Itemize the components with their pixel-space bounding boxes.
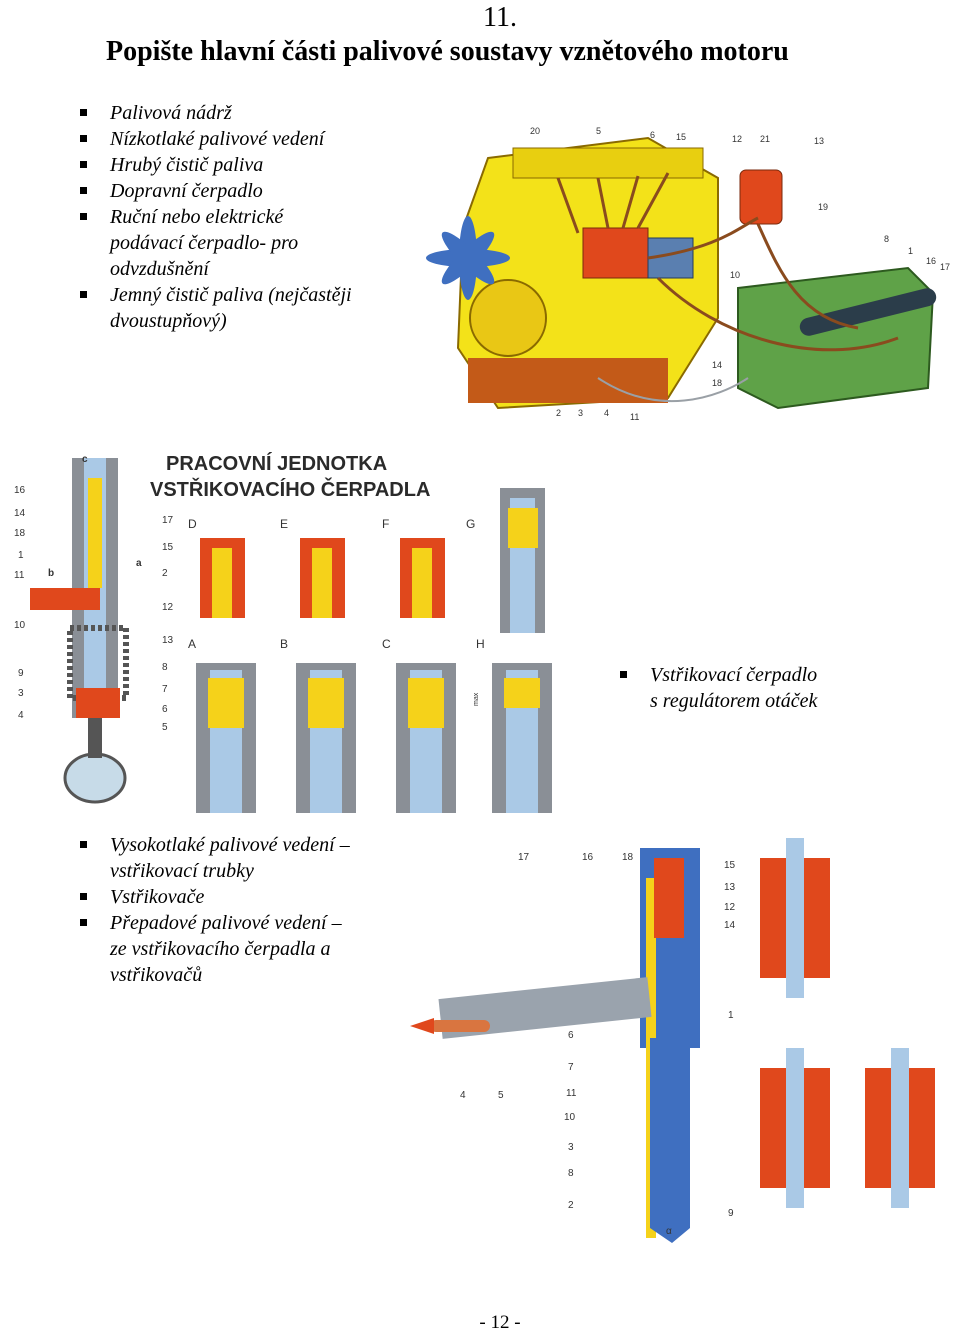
engine-label: 1 [908, 246, 913, 256]
pump-state-letter: F [382, 517, 389, 531]
engine-label: 2 [556, 408, 561, 418]
injector-label: 7 [568, 1062, 574, 1073]
pump-state-letter: B [280, 637, 288, 651]
pump-label: 13 [162, 635, 174, 646]
pump-state-letter: G [466, 517, 475, 531]
pump-letter-c: c [82, 454, 88, 465]
engine-label: 3 [578, 408, 583, 418]
list-item: Ruční nebo elektrické podávací čerpadlo-… [80, 204, 400, 282]
engine-label: 8 [884, 234, 889, 244]
pump-label: 7 [162, 684, 168, 695]
bullet-list-fuel-parts: Palivová nádrž Nízkotlaké palivové veden… [80, 100, 400, 334]
engine-label: 17 [940, 262, 950, 272]
pump-state-letter: A [188, 637, 196, 651]
engine-label: 4 [604, 408, 609, 418]
engine-label: 16 [926, 256, 936, 266]
list-item: Dopravní čerpadlo [80, 178, 400, 204]
injector-label: 8 [568, 1168, 574, 1179]
chapter-number: 11. [483, 2, 517, 33]
pump-label: 1 [18, 550, 24, 561]
engine-label: 5 [596, 126, 601, 136]
pump-state-letter: C [382, 637, 391, 651]
injector-label: 12 [724, 902, 736, 913]
pump-label: 17 [162, 515, 174, 526]
pump-state-letter: D [188, 517, 197, 531]
pump-letter-a: a [136, 558, 142, 569]
list-item: Palivová nádrž [80, 100, 400, 126]
engine-fuel-system-diagram: 20 5 6 15 12 21 13 19 8 1 16 17 10 14 18… [418, 118, 958, 430]
pump-diagram-title-line1: PRACOVNÍ JEDNOTKA [166, 452, 387, 475]
list-item: Nízkotlaké palivové vedení [80, 126, 400, 152]
engine-label: 18 [712, 378, 722, 388]
injector-label: 10 [564, 1112, 576, 1123]
injector-label: 1 [728, 1010, 734, 1021]
list-item: Přepadové palivové vedení – ze vstřikova… [80, 910, 410, 988]
pump-label: 12 [162, 602, 174, 613]
pump-letter-b: b [48, 568, 54, 579]
engine-label: 14 [712, 360, 722, 370]
pump-label: 18 [14, 528, 26, 539]
list-item: Jemný čistič paliva (nejčastěji dvoustup… [80, 282, 400, 334]
engine-label: 15 [676, 132, 686, 142]
injector-label: 6 [568, 1030, 574, 1041]
pump-label: 2 [162, 568, 168, 579]
pump-label: 3 [18, 688, 24, 699]
injector-diagram: 17 16 18 15 13 12 14 1 6 7 11 10 3 8 2 4… [410, 838, 940, 1248]
injector-label: 17 [518, 852, 530, 863]
injector-label: 5 [498, 1090, 504, 1101]
page-number: - 12 - [479, 1312, 521, 1333]
injector-label: 11 [566, 1088, 577, 1099]
list-item: Hrubý čistič paliva [80, 152, 400, 178]
pump-max-label: max [473, 692, 480, 706]
engine-label: 19 [818, 202, 828, 212]
injector-label: 13 [724, 882, 736, 893]
engine-label: 12 [732, 134, 742, 144]
injector-label: 9 [728, 1208, 734, 1219]
injector-label: 14 [724, 920, 736, 931]
injector-label: 3 [568, 1142, 574, 1153]
pump-diagram-title-line2: VSTŘIKOVACÍHO ČERPADLA [150, 477, 430, 501]
injector-label: 18 [622, 852, 634, 863]
pump-label: 10 [14, 620, 26, 631]
injector-label: 4 [460, 1090, 466, 1101]
pump-label: 6 [162, 704, 168, 715]
bullet-list-high-pressure: Vysokotlaké palivové vedení – vstřikovac… [80, 832, 410, 988]
injector-angle-label: α [666, 1226, 672, 1237]
pump-state-letter: E [280, 517, 288, 531]
injection-pump-unit-diagram: PRACOVNÍ JEDNOTKA VSTŘIKOVACÍHO ČERPADLA… [0, 438, 566, 828]
engine-label: 20 [530, 126, 540, 136]
injector-label: 16 [582, 852, 594, 863]
pump-label: 8 [162, 662, 168, 673]
engine-label: 6 [650, 130, 655, 140]
pump-label: 16 [14, 485, 26, 496]
pump-label: 5 [162, 722, 168, 733]
page-title: Popište hlavní části palivové soustavy v… [106, 36, 789, 67]
pump-label: 9 [18, 668, 24, 679]
pump-label: 4 [18, 710, 24, 721]
engine-label: 13 [814, 136, 824, 146]
pump-label: 14 [14, 508, 26, 519]
injector-label: 2 [568, 1200, 574, 1211]
pump-label: 11 [14, 570, 25, 581]
engine-label: 10 [730, 270, 740, 280]
engine-label: 11 [630, 412, 639, 422]
list-item: Vstřikovací čerpadlo s regulátorem otáče… [620, 662, 940, 714]
bullet-list-pump: Vstřikovací čerpadlo s regulátorem otáče… [620, 662, 940, 714]
engine-label: 21 [760, 134, 770, 144]
pump-label: 15 [162, 542, 174, 553]
list-item: Vysokotlaké palivové vedení – vstřikovac… [80, 832, 410, 884]
list-item: Vstřikovače [80, 884, 410, 910]
injector-label: 15 [724, 860, 736, 871]
pump-state-letter: H [476, 637, 485, 651]
